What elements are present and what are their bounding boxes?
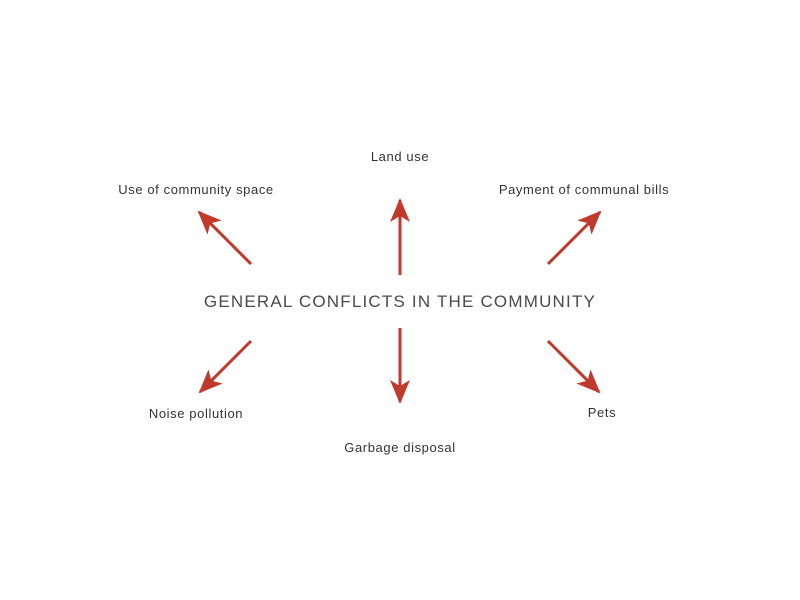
arrow-top-left: [197, 210, 253, 266]
center-title: GENERAL CONFLICTS IN THE COMMUNITY: [203, 292, 597, 311]
topic-pets: Pets: [587, 405, 617, 420]
topic-payment-of-communal-bills: Payment of communal bills: [498, 182, 670, 197]
topic-garbage-disposal: Garbage disposal: [344, 440, 456, 455]
arrow-bottom-right: [546, 339, 601, 394]
topic-noise-pollution: Noise pollution: [148, 406, 244, 421]
arrow-top-right: [546, 210, 602, 266]
arrow-bottom-left: [198, 339, 253, 394]
topic-use-of-community-space: Use of community space: [118, 182, 274, 197]
topic-land-use: Land use: [370, 149, 430, 164]
